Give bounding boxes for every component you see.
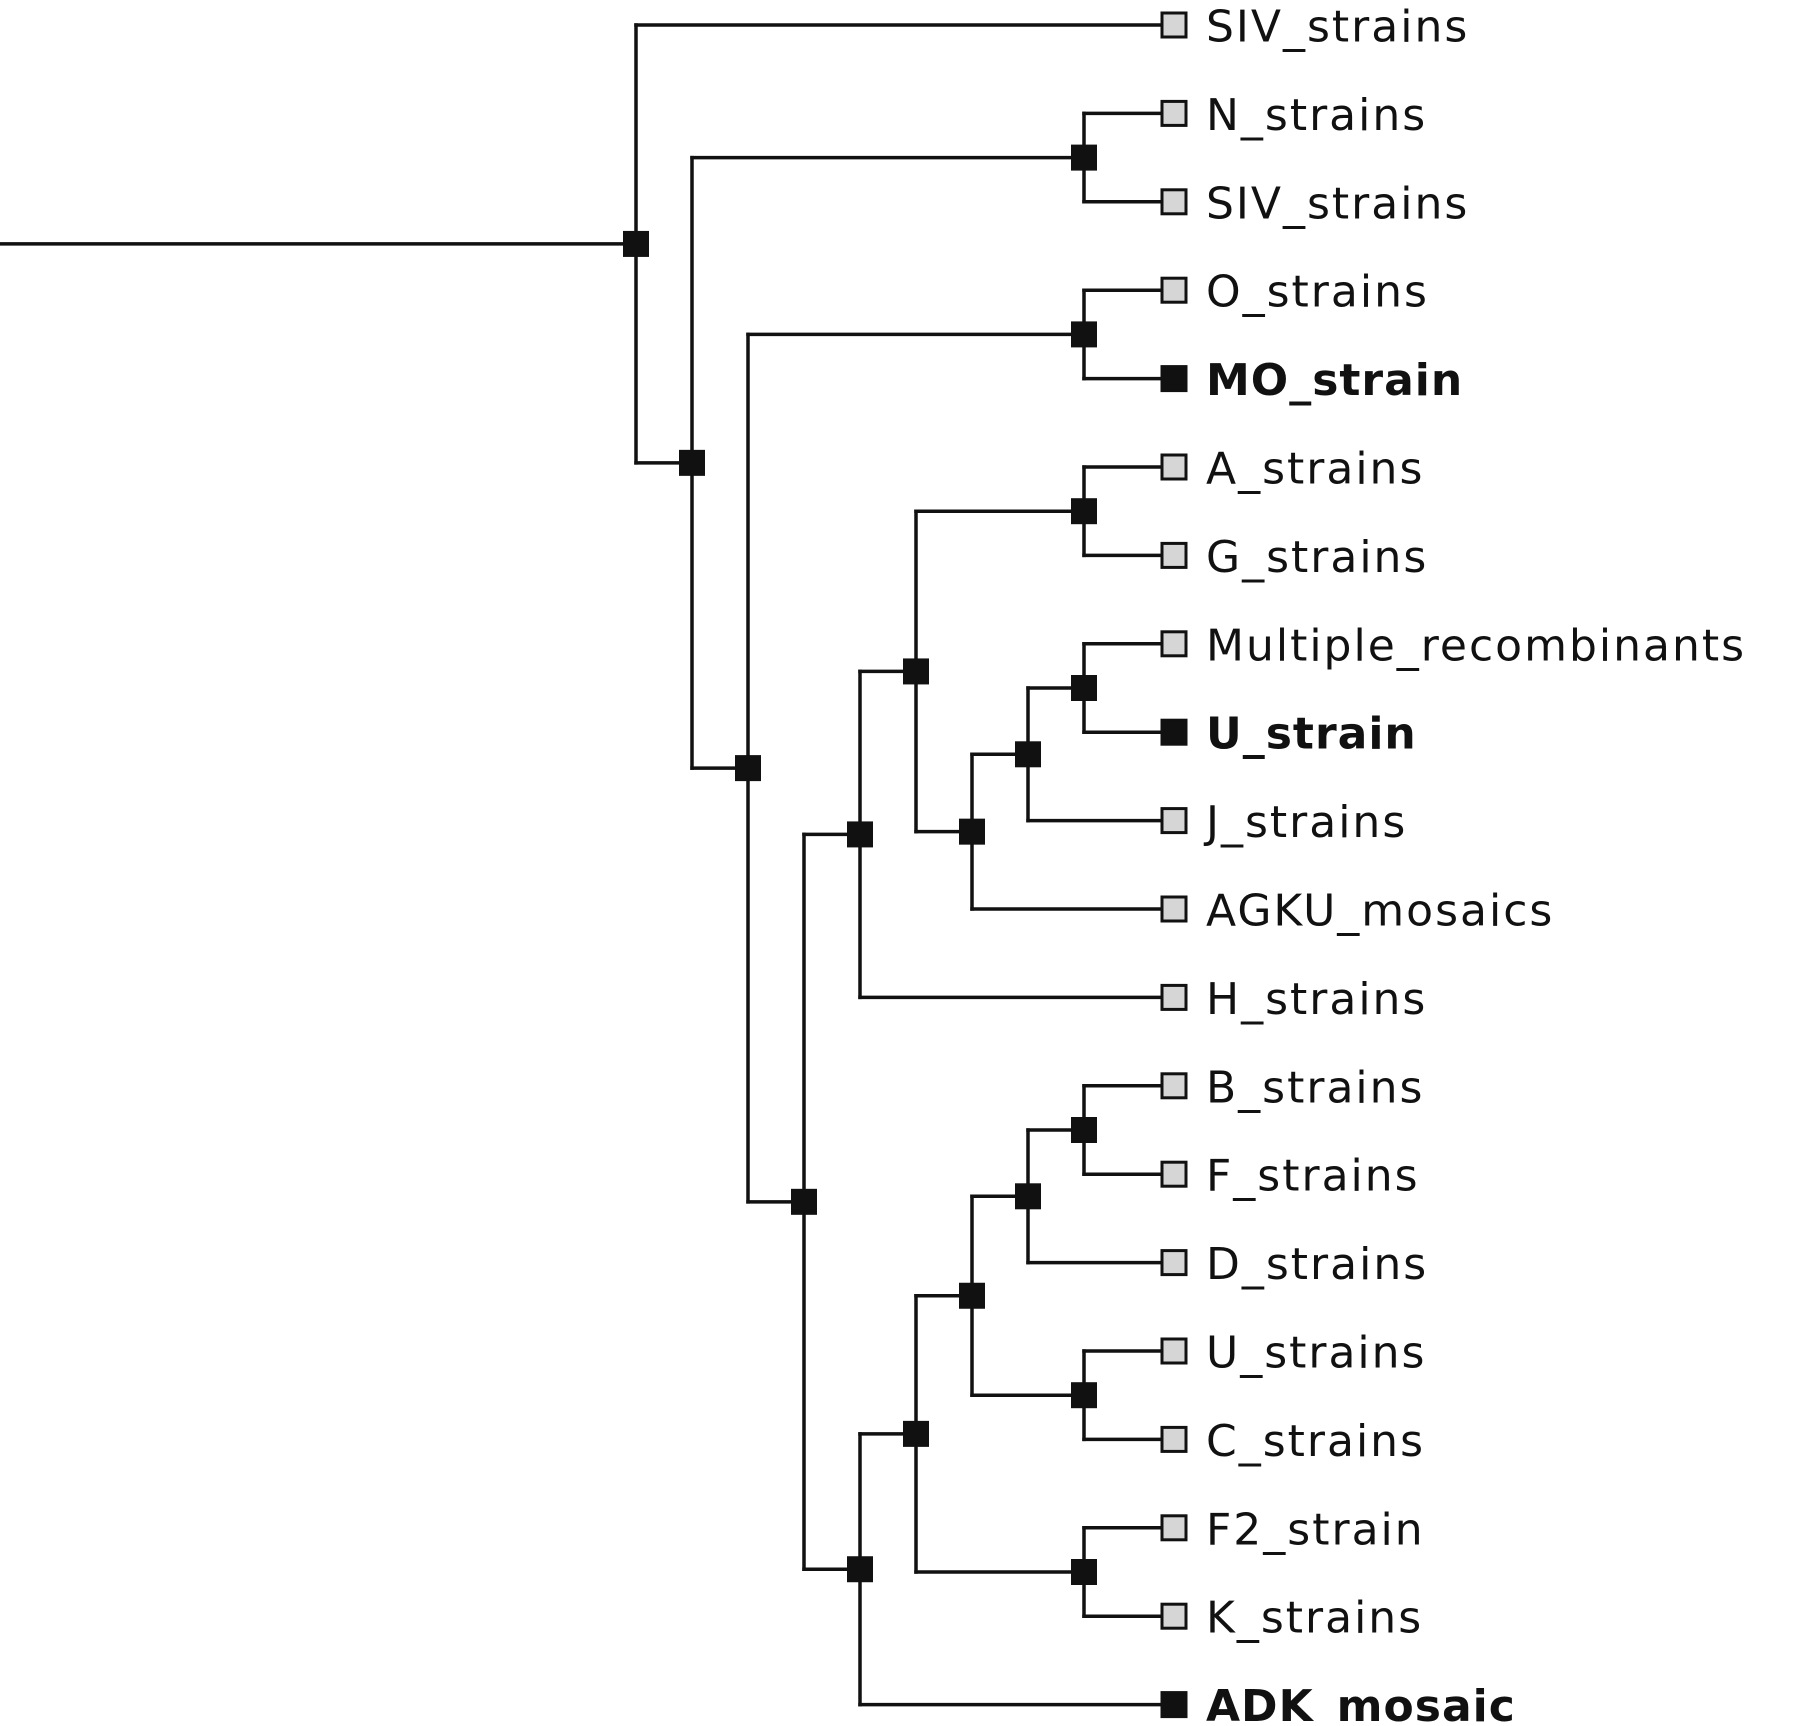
leaf-node[interactable] [1160,983,1188,1011]
internal-node[interactable] [1071,1559,1097,1585]
leaf-label[interactable]: D_strains [1206,1239,1428,1290]
leaf-label[interactable]: B_strains [1206,1062,1424,1113]
tree-nodes [623,11,1188,1719]
leaf-label[interactable]: A_strains [1206,444,1424,495]
leaf-node[interactable] [1160,630,1188,658]
internal-node[interactable] [847,821,873,848]
leaf-label[interactable]: U_strain [1206,709,1417,760]
internal-node[interactable] [847,1556,873,1583]
leaf-label[interactable]: F_strains [1206,1151,1420,1202]
leaf-node[interactable] [1160,1602,1188,1630]
leaf-label[interactable]: Multiple_recombinants [1206,620,1746,671]
leaf-node[interactable] [1160,365,1188,393]
internal-node[interactable] [1071,144,1097,171]
internal-node[interactable] [1071,321,1097,348]
internal-node[interactable] [903,658,929,685]
internal-node[interactable] [623,230,649,257]
leaf-node[interactable] [1160,1425,1188,1453]
leaf-label[interactable]: F2_strain [1206,1504,1425,1555]
internal-node[interactable] [959,818,985,845]
internal-node[interactable] [1015,741,1041,768]
leaf-node[interactable] [1160,807,1188,835]
leaf-label[interactable]: ADK_mosaic [1206,1681,1516,1726]
internal-node[interactable] [1071,498,1097,525]
internal-node[interactable] [791,1188,817,1215]
internal-node[interactable] [903,1420,929,1447]
leaf-node[interactable] [1160,541,1188,569]
internal-node[interactable] [679,449,705,476]
leaf-label[interactable]: N_strains [1206,90,1427,141]
leaf-node[interactable] [1160,895,1188,923]
leaf-node[interactable] [1160,99,1188,127]
leaf-node[interactable] [1160,1072,1188,1100]
leaf-label[interactable]: AGKU_mosaics [1206,886,1554,937]
tree-branches [0,23,1164,1707]
internal-node[interactable] [1071,1382,1097,1409]
leaf-node[interactable] [1160,188,1188,216]
leaf-label[interactable]: K_strains [1206,1593,1423,1644]
leaf-node[interactable] [1160,11,1188,39]
leaf-label[interactable]: SIV_strains [1206,2,1469,53]
leaf-label[interactable]: C_strains [1206,1416,1425,1467]
leaf-node[interactable] [1160,1514,1188,1542]
leaf-label[interactable]: O_strains [1206,267,1429,318]
leaf-node[interactable] [1160,1249,1188,1277]
leaf-label[interactable]: U_strains [1206,1328,1426,1379]
leaf-node[interactable] [1160,1691,1188,1719]
leaf-node[interactable] [1160,453,1188,481]
internal-node[interactable] [959,1282,985,1309]
internal-node[interactable] [1071,675,1097,701]
leaf-label[interactable]: SIV_strains [1206,178,1469,229]
leaf-label[interactable]: G_strains [1206,532,1428,583]
internal-node[interactable] [735,755,761,782]
tree-leaf-labels: SIV_strainsN_strainsSIV_strainsO_strains… [1203,2,1746,1726]
internal-node[interactable] [1015,1183,1041,1210]
internal-node[interactable] [1071,1117,1097,1143]
leaf-label[interactable]: J_strains [1203,797,1407,848]
leaf-node[interactable] [1160,718,1188,746]
leaf-node[interactable] [1160,1337,1188,1365]
leaf-node[interactable] [1160,1160,1188,1188]
leaf-label[interactable]: MO_strain [1206,355,1463,406]
leaf-label[interactable]: H_strains [1206,974,1427,1025]
leaf-node[interactable] [1160,276,1188,304]
